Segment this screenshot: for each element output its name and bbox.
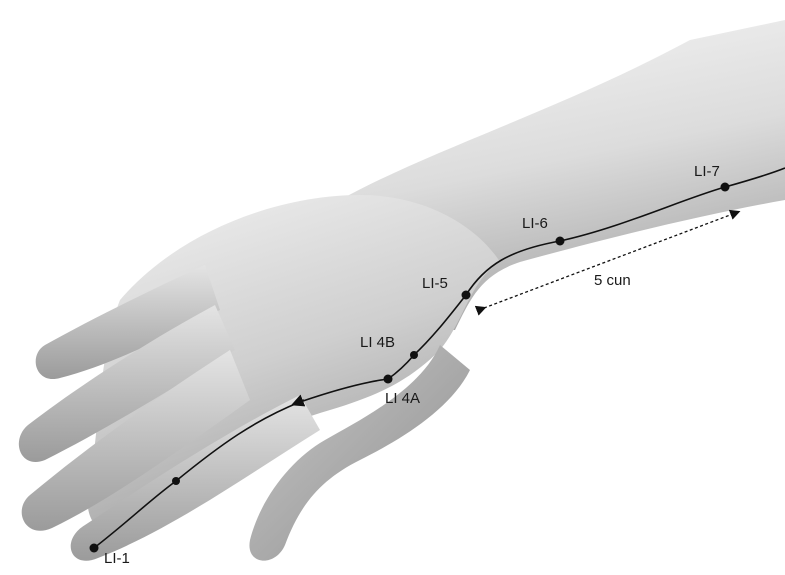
point-label: LI 4B: [360, 334, 395, 351]
point-label: LI-1: [104, 550, 130, 567]
point-label: LI-7: [694, 163, 720, 180]
measurement-label: 5 cun: [594, 272, 631, 289]
point-label: LI-6: [522, 215, 548, 232]
point-label: LI-5: [422, 275, 448, 292]
point-label: LI 4A: [385, 390, 420, 407]
meridian-point-unlabeled: [172, 477, 180, 485]
